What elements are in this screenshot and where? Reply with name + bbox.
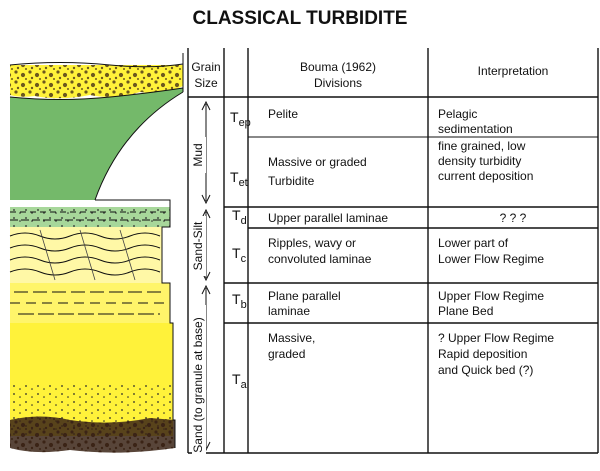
upper-bed-top-edge (9, 62, 184, 68)
division-text: laminae (268, 304, 310, 318)
header-divisions-line2: Divisions (314, 76, 362, 90)
tc-ripple-line (9, 232, 161, 240)
tc-cross-lamina (39, 229, 136, 281)
interpretation-text: Pelagic (438, 107, 477, 121)
mud-erosion-edge (94, 91, 184, 201)
division-text: Plane parallel (268, 289, 341, 303)
column-profile-edge (95, 53, 184, 448)
strat-column (9, 53, 184, 453)
division-text: Massive, (268, 331, 315, 345)
interpretation-text: density turbidity (438, 154, 521, 168)
interpretation-text: and Quick bed (?) (438, 363, 533, 377)
bouma-table: Grain Size Bouma (1962) Divisions Interp… (187, 48, 599, 465)
mud-top-edge (9, 87, 184, 100)
row-symbol: Tep (230, 109, 251, 129)
division-text: Massive or graded (268, 155, 367, 169)
row-symbol: Tb (232, 291, 247, 311)
interpretation-text: Lower part of (438, 236, 509, 250)
grain-label-sand-silt: Sand-Silt (191, 221, 205, 270)
row-symbol: Ta (232, 371, 248, 391)
interpretation-text: Rapid deposition (438, 347, 527, 361)
grain-label-sand-granule: Sand (to granule at base) (191, 317, 205, 452)
division-text: Pelite (268, 107, 298, 121)
interpretation-text: fine grained, low (438, 139, 526, 153)
division-text: Upper parallel laminae (268, 211, 388, 225)
grain-label-mud: Mud (191, 143, 205, 166)
header-grain-size-line1: Grain (191, 60, 220, 74)
row-symbol: Td (232, 207, 247, 227)
tc-ripple-line (9, 256, 161, 264)
interpretation-text: current deposition (438, 169, 533, 183)
interpretation-text: sedimentation (438, 122, 513, 136)
mud-layer (10, 88, 183, 200)
interpretation-text: ? Upper Flow Regime (438, 331, 554, 345)
page-title: CLASSICAL TURBIDITE (193, 8, 408, 29)
upper-white-gap (10, 53, 183, 65)
interpretation-text: ? ? ? (500, 211, 527, 225)
tc-ripple-line (9, 244, 161, 252)
row-symbol: Tet (230, 169, 248, 189)
header-interpretation: Interpretation (478, 64, 549, 78)
basal-gravel-texture (10, 416, 175, 453)
division-text: graded (268, 347, 305, 361)
td-laminae-texture (10, 207, 170, 227)
division-text: convoluted laminae (268, 252, 372, 266)
interpretation-text: Lower Flow Regime (438, 252, 544, 266)
tc-ripple-layer (10, 227, 162, 283)
header-divisions-line1: Bouma (1962) (300, 60, 376, 74)
division-text: Ripples, wavy or (268, 236, 356, 250)
header-grain-size-line2: Size (194, 76, 218, 90)
division-text: Turbidite (268, 174, 315, 188)
interpretation-text: Upper Flow Regime (438, 289, 544, 303)
interpretation-text: Plane Bed (438, 304, 493, 318)
row-symbol: Tc (232, 245, 247, 265)
